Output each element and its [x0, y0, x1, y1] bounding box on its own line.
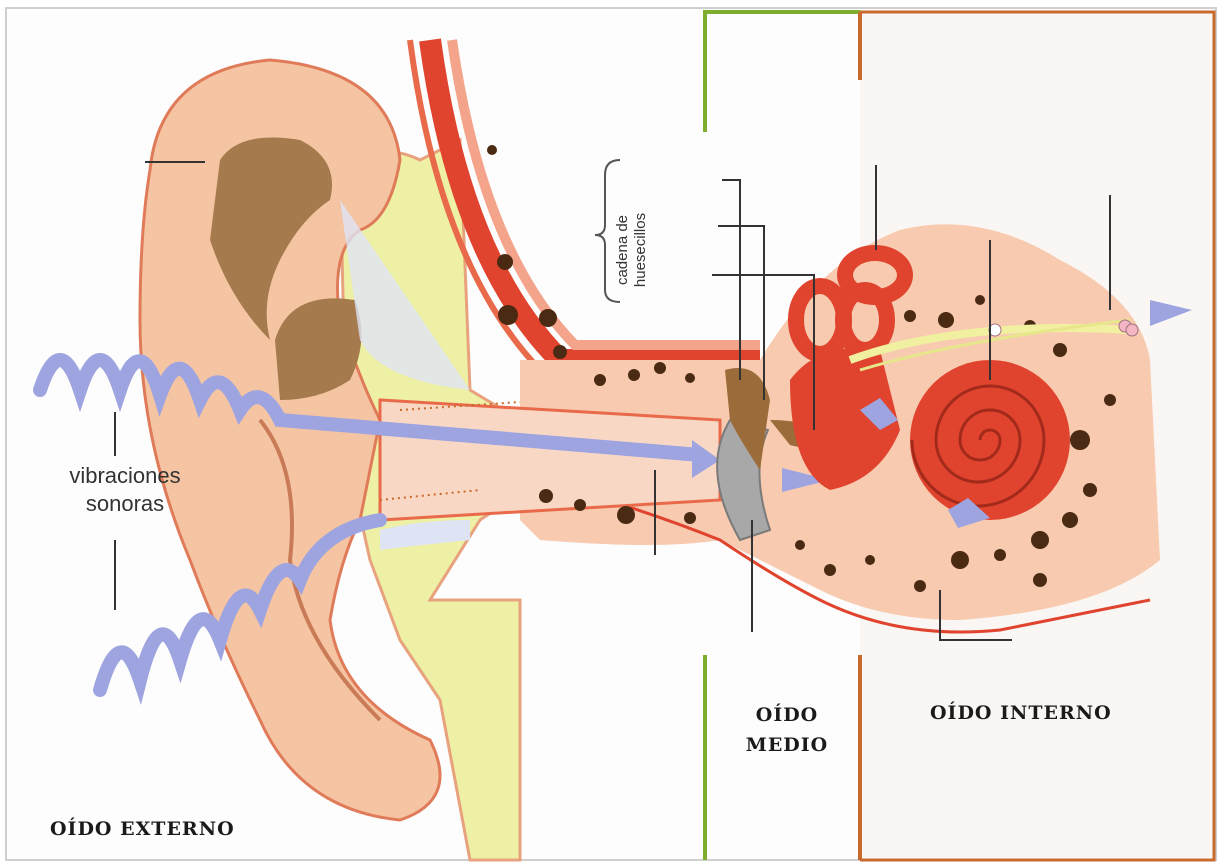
outer-ear-label: OÍDO EXTERNO — [50, 818, 235, 840]
nerve-end-2 — [1126, 324, 1138, 336]
middle-ear-label: OÍDO MEDIO — [712, 700, 862, 760]
ear-canal — [380, 400, 720, 520]
sound-vibrations-label: vibraciones sonoras — [50, 462, 200, 518]
inner-ear-label: OÍDO INTERNO — [930, 702, 1112, 724]
cochlea — [910, 360, 1070, 520]
ossicle-chain-label: cadena de huesecillos — [614, 180, 650, 320]
